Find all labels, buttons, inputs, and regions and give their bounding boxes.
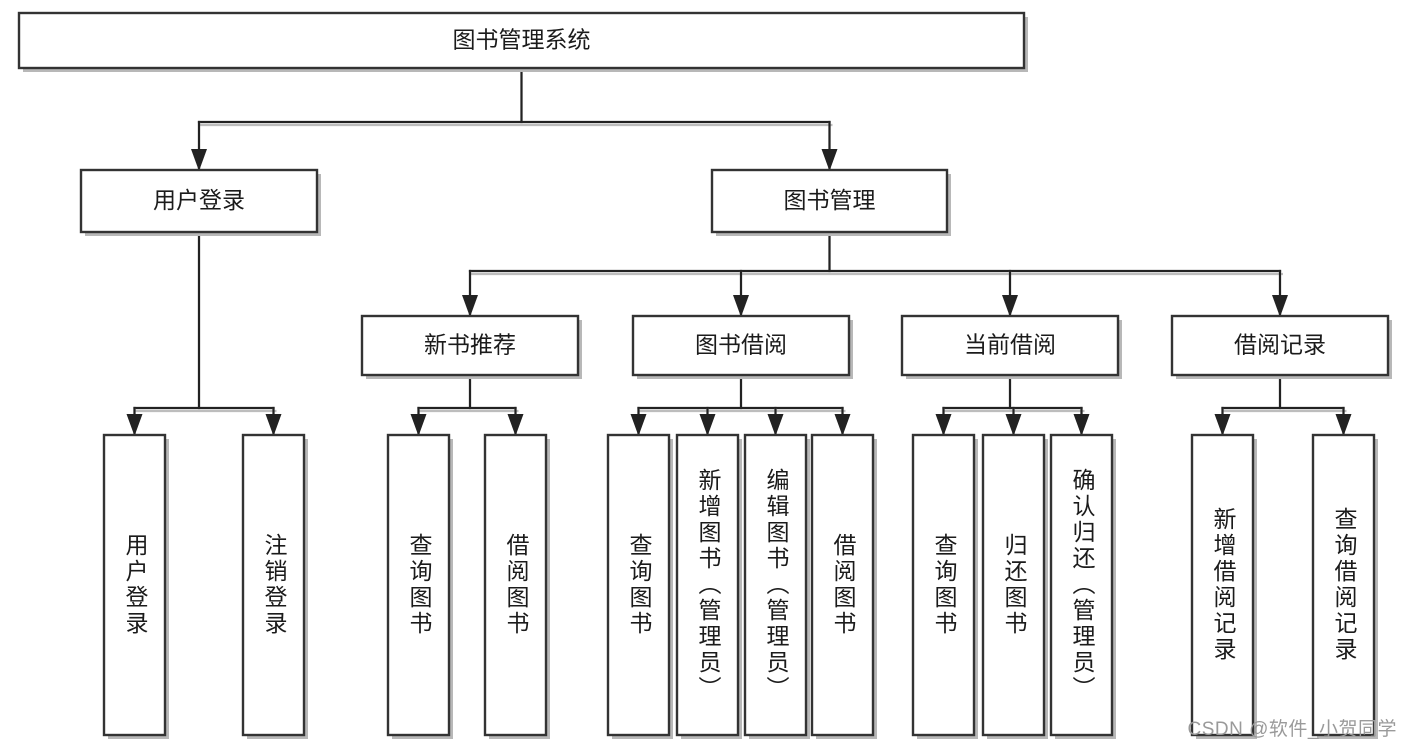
arrow-head-icon: [733, 295, 749, 317]
node-box-book-borrow[interactable]: [631, 314, 851, 377]
arrow-head-icon: [507, 414, 524, 436]
connectors-layer: [126, 66, 1352, 437]
node-box-current-borrow[interactable]: [900, 314, 1120, 377]
node-box-leaf-logout[interactable]: [241, 433, 306, 737]
node-label-current-borrow: 当前借阅: [964, 332, 1056, 358]
node-box-leaf-return-book[interactable]: [981, 433, 1046, 737]
arrow-head-icon: [191, 149, 207, 171]
node-box-leaf-borrow-book-1[interactable]: [483, 433, 548, 737]
node-box-leaf-query-book-1[interactable]: [386, 433, 451, 737]
arrow-head-icon: [1005, 414, 1022, 436]
arrow-head-icon: [935, 414, 952, 436]
node-box-leaf-confirm-return[interactable]: [1049, 433, 1114, 737]
node-label-borrow-record: 借阅记录: [1234, 332, 1326, 358]
node-box-root[interactable]: [17, 11, 1026, 70]
node-label-book-manage: 图书管理: [784, 187, 876, 213]
node-box-leaf-query-book-2[interactable]: [606, 433, 671, 737]
arrow-head-icon: [630, 414, 647, 436]
node-box-leaf-user-login[interactable]: [102, 433, 167, 737]
node-label-root: 图书管理系统: [453, 27, 591, 53]
arrow-head-icon: [767, 414, 784, 436]
node-label-book-borrow: 图书借阅: [695, 332, 787, 358]
arrow-head-icon: [126, 414, 143, 436]
node-box-leaf-query-book-3[interactable]: [911, 433, 976, 737]
arrow-head-icon: [1272, 295, 1288, 317]
node-box-leaf-query-record[interactable]: [1311, 433, 1376, 737]
arrow-head-icon: [1002, 295, 1018, 317]
node-box-leaf-borrow-book-2[interactable]: [810, 433, 875, 737]
arrow-head-icon: [821, 149, 838, 171]
arrow-head-icon: [834, 414, 851, 436]
arrow-head-icon: [1214, 414, 1231, 436]
node-label-user-login: 用户登录: [153, 187, 245, 213]
node-box-new-book-rec[interactable]: [360, 314, 580, 377]
node-box-leaf-add-record[interactable]: [1190, 433, 1255, 737]
watermark-text: CSDN @软件_小贺同学: [1187, 719, 1397, 740]
node-boxes-layer: [17, 11, 1392, 739]
arrow-head-icon: [410, 414, 427, 436]
arrow-head-icon: [462, 295, 478, 317]
node-box-leaf-edit-book[interactable]: [743, 433, 808, 737]
node-box-borrow-record[interactable]: [1170, 314, 1390, 377]
arrow-head-icon: [1073, 414, 1090, 436]
arrow-head-icon: [265, 414, 282, 436]
arrow-head-icon: [1335, 414, 1352, 436]
node-box-leaf-add-book[interactable]: [675, 433, 740, 737]
arrow-head-icon: [699, 414, 716, 436]
node-box-book-manage[interactable]: [710, 168, 949, 234]
node-box-user-login[interactable]: [79, 168, 319, 234]
node-label-new-book-rec: 新书推荐: [424, 332, 516, 358]
